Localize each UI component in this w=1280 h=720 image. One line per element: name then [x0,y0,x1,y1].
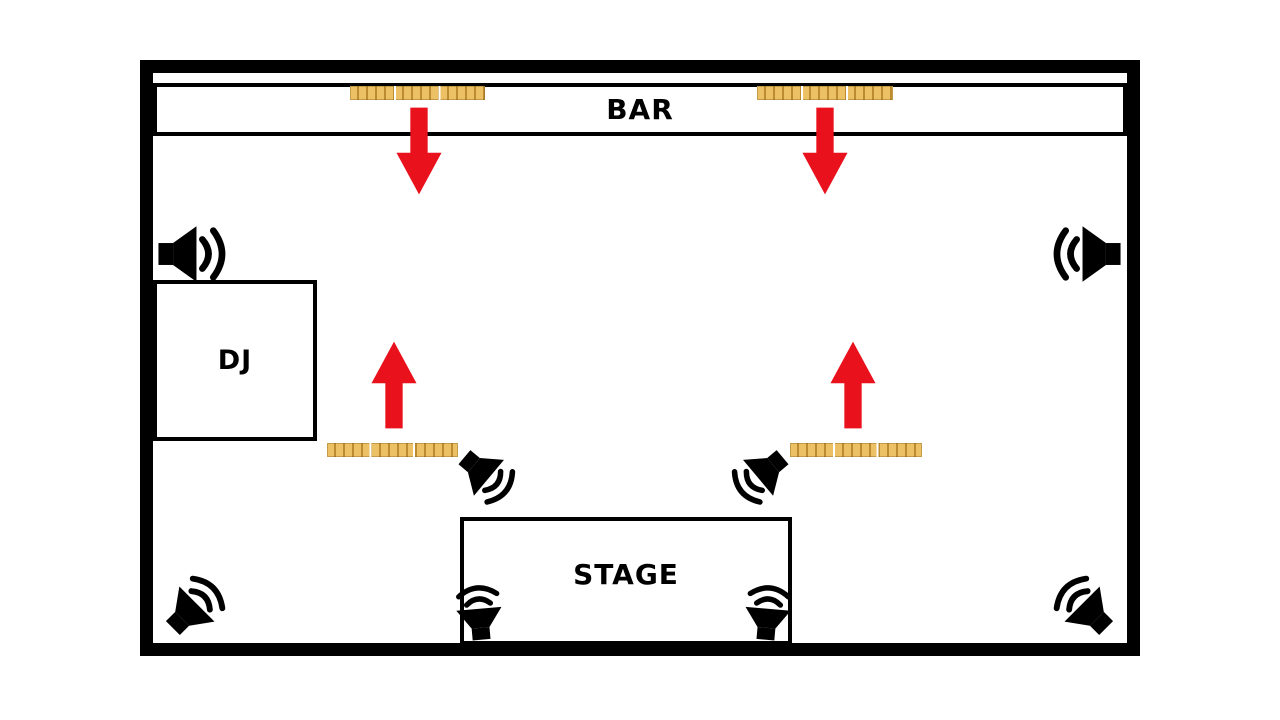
bar-area: BAR [153,83,1127,136]
arrow-up-icon [368,340,420,430]
speaker-stage-front-right [729,576,806,644]
bar-label: BAR [606,93,674,126]
speaker-icon [729,576,806,644]
speaker-stage-front-left [440,576,517,644]
stage-label: STAGE [573,557,679,591]
sound-direction-arrow-down [799,106,851,196]
sound-direction-arrow-up [827,340,879,430]
sound-direction-arrow-up [368,340,420,430]
speaker-array-strip [790,443,922,457]
sound-direction-arrow-down [393,106,445,196]
room-outline [140,60,1140,656]
arrow-up-icon [827,340,879,430]
speaker-right-wall [1046,223,1122,285]
stage-area: STAGE [460,517,792,645]
arrow-down-icon [799,106,851,196]
speaker-icon [157,223,233,285]
speaker-array-strip [757,86,893,100]
speaker-icon [440,576,517,644]
dj-booth: DJ [153,280,317,441]
speaker-array-strip [327,443,458,457]
speaker-left-wall [157,223,233,285]
speaker-icon [1046,223,1122,285]
speaker-array-strip [350,86,485,100]
arrow-down-icon [393,106,445,196]
dj-label: DJ [217,345,253,376]
